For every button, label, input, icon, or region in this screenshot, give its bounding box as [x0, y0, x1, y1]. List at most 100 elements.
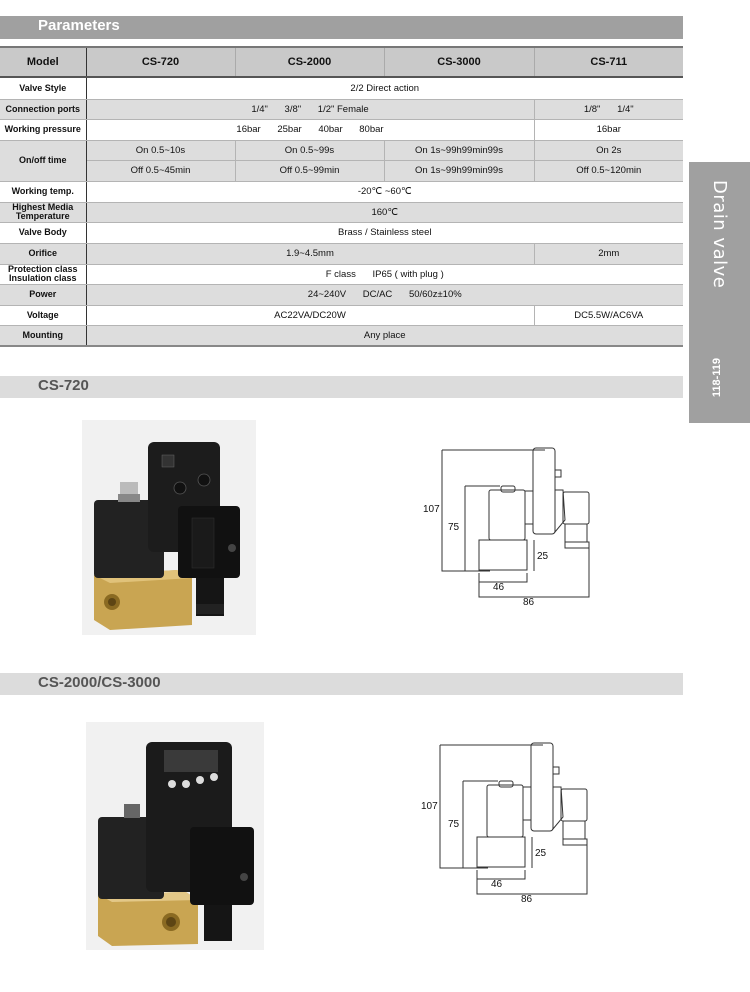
dim-25: 25	[537, 551, 549, 562]
working-pressure-cs711: 16bar	[533, 119, 683, 141]
label-line: Temperature	[15, 211, 70, 221]
on-time-cs3000: On 1s~99h99min99s	[383, 140, 534, 161]
dim-86: 86	[521, 894, 533, 905]
label-line: Highest Media	[12, 202, 74, 212]
off-time-cs711: Off 0.5~120min	[533, 160, 683, 182]
row-label: Valve Body	[0, 222, 87, 244]
power-voltage: 24~240V	[307, 289, 347, 300]
cs-2000-3000-product-photo	[86, 722, 264, 950]
dim-107: 107	[423, 504, 440, 515]
port-size: 1/2" Female	[317, 103, 369, 115]
pressure: 25bar	[277, 124, 302, 135]
off-time-cs3000: On 1s~99h99min99s	[383, 160, 534, 182]
table-row-valve-body: Valve Body Brass / Stainless steel	[0, 222, 683, 244]
protection-insulation-value: F class IP65 ( with plug )	[86, 264, 683, 285]
dim-46: 46	[493, 582, 505, 593]
row-label: Valve Style	[0, 77, 87, 100]
pressure: 40bar	[318, 124, 343, 135]
dim-46: 46	[491, 879, 503, 890]
table-row-working-pressure: Working pressure 16bar 25bar 40bar 80bar…	[0, 119, 683, 141]
table-row-orifice: Orifice 1.9~4.5mm 2mm	[0, 243, 683, 265]
power-type: DC/AC	[362, 289, 393, 300]
dim-25: 25	[535, 848, 547, 859]
parameters-table: Model CS-720 CS-2000 CS-3000 CS-711 Valv…	[0, 46, 683, 347]
parameters-header-bar: Parameters	[0, 16, 683, 39]
dim-75: 75	[448, 522, 460, 533]
dim-107: 107	[421, 801, 438, 812]
connection-ports-cs711: 1/8" 1/4"	[533, 99, 683, 120]
mounting-value: Any place	[86, 325, 683, 347]
highest-media-temp-value: 160℃	[86, 202, 683, 223]
voltage-cs711: DC5.5W/AC6VA	[533, 305, 683, 326]
off-time-cs720: Off 0.5~45min	[86, 160, 235, 182]
side-tab-title: Drain valve	[709, 180, 730, 289]
pressure: 80bar	[359, 124, 384, 135]
table-header-row: Model CS-720 CS-2000 CS-3000 CS-711	[0, 46, 683, 78]
dim-86: 86	[523, 597, 535, 608]
label-line: Protection class	[7, 264, 78, 274]
side-category-tab: Drain valve 118-119	[689, 162, 750, 423]
connection-ports-value: 1/4" 3/8" 1/2" Female	[86, 99, 534, 120]
voltage-value: AC22VA/DC20W	[86, 305, 534, 326]
valve-body-value: Brass / Stainless steel	[86, 222, 683, 244]
table-row-protection-insulation: Protection class Insulation class F clas…	[0, 264, 683, 285]
row-label: Orifice	[0, 243, 87, 265]
dimension-diagram: 107 75 25 46 86	[423, 447, 590, 608]
side-tab-page-code: 118-119	[711, 358, 723, 398]
on-time-cs720: On 0.5~10s	[86, 140, 235, 161]
on-time-cs711: On 2s	[533, 140, 683, 161]
row-label: Working pressure	[0, 119, 87, 141]
parameters-title: Parameters	[38, 17, 120, 34]
table-row-voltage: Voltage AC22VA/DC20W DC5.5W/AC6VA	[0, 305, 683, 326]
model-label: Model	[0, 46, 87, 78]
working-pressure-value: 16bar 25bar 40bar 80bar	[86, 119, 534, 141]
row-label: Mounting	[0, 325, 87, 347]
table-row-working-temp: Working temp. -20℃ ~60℃	[0, 181, 683, 203]
row-label: Highest Media Temperature	[0, 202, 87, 223]
row-label: Power	[0, 284, 87, 306]
section-title: CS-720	[38, 377, 89, 394]
table-row-valve-style: Valve Style 2/2 Direct action	[0, 77, 683, 100]
row-label: Voltage	[0, 305, 87, 326]
orifice-value: 1.9~4.5mm	[86, 243, 534, 265]
port-size: 3/8"	[284, 103, 302, 115]
section-header-cs-720: CS-720	[0, 376, 683, 398]
port-size: 1/8"	[583, 103, 601, 115]
valve-style-value: 2/2 Direct action	[86, 77, 683, 100]
row-label: Working temp.	[0, 181, 87, 203]
label-line: Insulation class	[8, 273, 77, 283]
solenoid-valve-image	[82, 420, 256, 635]
port-size: 1/4"	[617, 103, 634, 115]
power-value: 24~240V DC/AC 50/60z±10%	[86, 284, 683, 306]
section-title: CS-2000/CS-3000	[38, 674, 161, 691]
row-label: On/off time	[0, 140, 87, 182]
cs-720-product-photo	[82, 420, 256, 635]
orifice-cs711: 2mm	[533, 243, 683, 265]
model-cs-720: CS-720	[85, 46, 235, 78]
row-label: Protection class Insulation class	[0, 264, 87, 285]
off-time-cs2000: Off 0.5~99min	[234, 160, 384, 182]
port-size: 1/4"	[251, 103, 268, 115]
protection-class: IP65 ( with plug )	[372, 268, 444, 280]
working-temp-value: -20℃ ~60℃	[86, 181, 683, 203]
row-label: Connection ports	[0, 99, 87, 120]
table-row-on-time: On/off time On 0.5~10s On 0.5~99s On 1s~…	[0, 140, 683, 182]
model-cs-2000: CS-2000	[234, 46, 384, 78]
table-row-off-time: Off 0.5~45min Off 0.5~99min On 1s~99h99m…	[0, 160, 683, 182]
cs-720-dimension-drawing: 107 75 25 46 86	[415, 440, 615, 612]
insulation-class: F class	[325, 268, 356, 280]
power-frequency: 50/60z±10%	[408, 289, 462, 300]
model-cs-3000: CS-3000	[383, 46, 534, 78]
model-cs-711: CS-711	[533, 46, 683, 78]
table-row-connection-ports: Connection ports 1/4" 3/8" 1/2" Female 1…	[0, 99, 683, 120]
cs-2000-3000-dimension-drawing: 107 75 25 46 86	[415, 737, 615, 909]
solenoid-valve-image	[86, 722, 264, 950]
pressure: 16bar	[236, 124, 261, 135]
section-header-cs-2000-3000: CS-2000/CS-3000	[0, 673, 683, 695]
table-row-power: Power 24~240V DC/AC 50/60z±10%	[0, 284, 683, 306]
dim-75: 75	[448, 819, 460, 830]
on-time-cs2000: On 0.5~99s	[234, 140, 384, 161]
table-row-mounting: Mounting Any place	[0, 325, 683, 347]
table-row-highest-media-temp: Highest Media Temperature 160℃	[0, 202, 683, 223]
dimension-diagram: 107 75 25 46 86	[421, 742, 588, 905]
